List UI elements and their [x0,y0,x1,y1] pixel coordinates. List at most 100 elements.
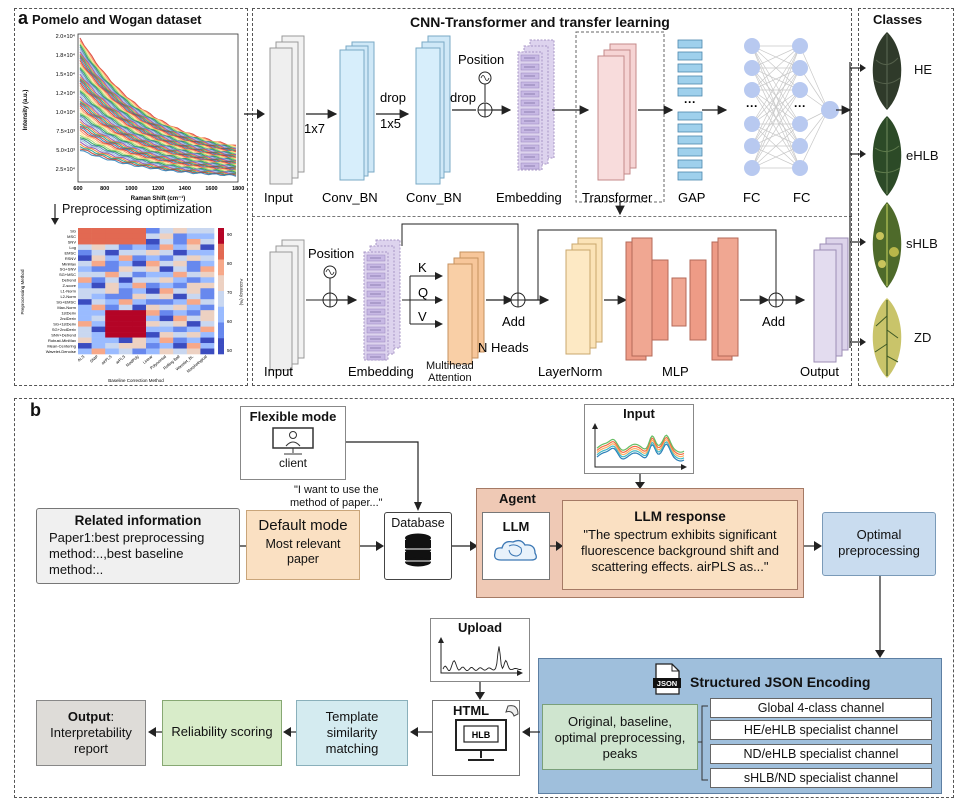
json-left-bracket [698,705,708,781]
colorbar-segment [218,275,224,279]
heatmap-cell [91,282,106,289]
llm-box[interactable]: LLM [482,512,550,580]
colorbar-segment [218,316,224,320]
heatmap-cell [78,321,92,327]
heatmap-cell [186,326,201,333]
hlb-text: HLB [472,730,491,740]
flexible-mode-box: Flexible mode client [240,406,346,480]
heatmap-row-label: 1stDeriv [61,311,76,316]
heatmap-cell [159,299,174,305]
spectra-ytick: 2.5×10⁴ [56,166,76,173]
heatmap-cell [105,244,120,251]
colorbar-segment [218,291,224,295]
heatmap-cell [78,282,92,289]
heatmap-cell [78,271,92,278]
spectra-xtick: 1200 [152,186,164,192]
heatmap-cell [118,244,133,251]
heatmap-cell [105,348,120,355]
heatmap-cell [132,255,147,262]
panel-b-letter: b [30,400,41,420]
database-box[interactable]: Database [384,512,452,580]
input-spectrum-line [596,441,685,460]
heatmap-row-label: SG+SNV [60,267,77,272]
colorbar-segment [218,253,224,257]
heatmap-cell [118,238,133,245]
heatmap-cell [78,255,92,262]
heatmap-cell [159,238,174,245]
heatmap-cell [132,271,147,278]
client-label: client [278,456,307,470]
output-report-text: Output: Interpretability report [37,709,145,757]
heatmap-row-label: Robust-MinMax [48,338,76,343]
heatmap-cell [146,271,160,278]
heatmap-cell [105,337,120,344]
heatmap-cell [132,249,147,256]
heatmap-col-label: Linear [142,354,154,365]
heatmap-cell [91,260,106,267]
html-monitor-icon: HLB [455,705,519,761]
panel-a-classes [858,8,954,386]
label-output: Output [800,364,839,379]
heatmap-cell [132,228,147,234]
heatmap-cell [105,310,120,316]
heatmap-cell [173,266,188,273]
default-mode-box: Default mode Most relevant paper [246,510,360,580]
input-chart-title: Input [623,406,655,421]
colorbar-segment [218,250,224,254]
heatmap-cell [91,271,106,278]
upload-chart-box: Upload [430,618,530,682]
heatmap-cell [186,271,201,278]
colorbar-segment [218,344,224,348]
heatmap-row-label: MSC [67,234,76,239]
spectra-xtick: 1000 [125,186,137,192]
heatmap-cell [132,310,147,316]
input-block-bottom [269,239,305,371]
heatmap-cell [91,343,106,349]
label-v: V [418,309,427,324]
colorbar-segment [218,268,224,273]
spectrum-line [79,105,237,165]
heatmap-cell [132,233,147,240]
heatmap-cell [146,260,160,267]
heatmap-cell [146,255,160,262]
spectrum-line [79,141,237,175]
colorbar-segment [218,287,224,292]
colorbar-segment [218,256,224,260]
heatmap-cell [173,343,188,349]
cnn-divider [252,216,852,217]
heatmap-cell [132,348,147,355]
label-embedding-top: Embedding [496,190,562,205]
heatmap-cell [78,343,92,349]
heatmap-cell [159,293,174,300]
llm-response-body: "The spectrum exhibits significant fluor… [580,527,779,574]
reliability-to-output-arrow [148,727,162,737]
heatmap-row-label: Max-Norm [57,305,76,310]
heatmap-cell [78,228,92,234]
colorbar-segment [218,262,224,267]
preproc-arrow [51,204,59,225]
colorbar-segment [218,265,224,270]
heatmap-cell [173,249,188,256]
heatmap-cell [159,255,174,262]
heatmap-cell [132,288,147,295]
heatmap-cell [146,233,160,240]
heatmap-cell [78,315,92,322]
colorbar-segment [218,284,224,289]
agent-title: Agent [499,491,536,506]
heatmap-cell [159,315,174,322]
colorbar-segment [218,325,224,330]
heatmap-cell [200,277,215,284]
heatmap-cell [146,282,160,289]
heatmap-cell [200,304,215,311]
heatmap-cell [200,315,215,322]
heatmap-cell [146,299,160,305]
colorbar-segment [218,294,224,298]
heatmap-cell [173,277,188,284]
heatmap-cell [91,326,106,333]
label-gap: GAP [678,190,705,205]
position-label-top: Position [458,52,504,67]
heatmap-cell [118,299,133,305]
label-layernorm: LayerNorm [538,364,602,379]
related-title: Related information [74,513,202,528]
heatmap-cell [118,228,133,234]
